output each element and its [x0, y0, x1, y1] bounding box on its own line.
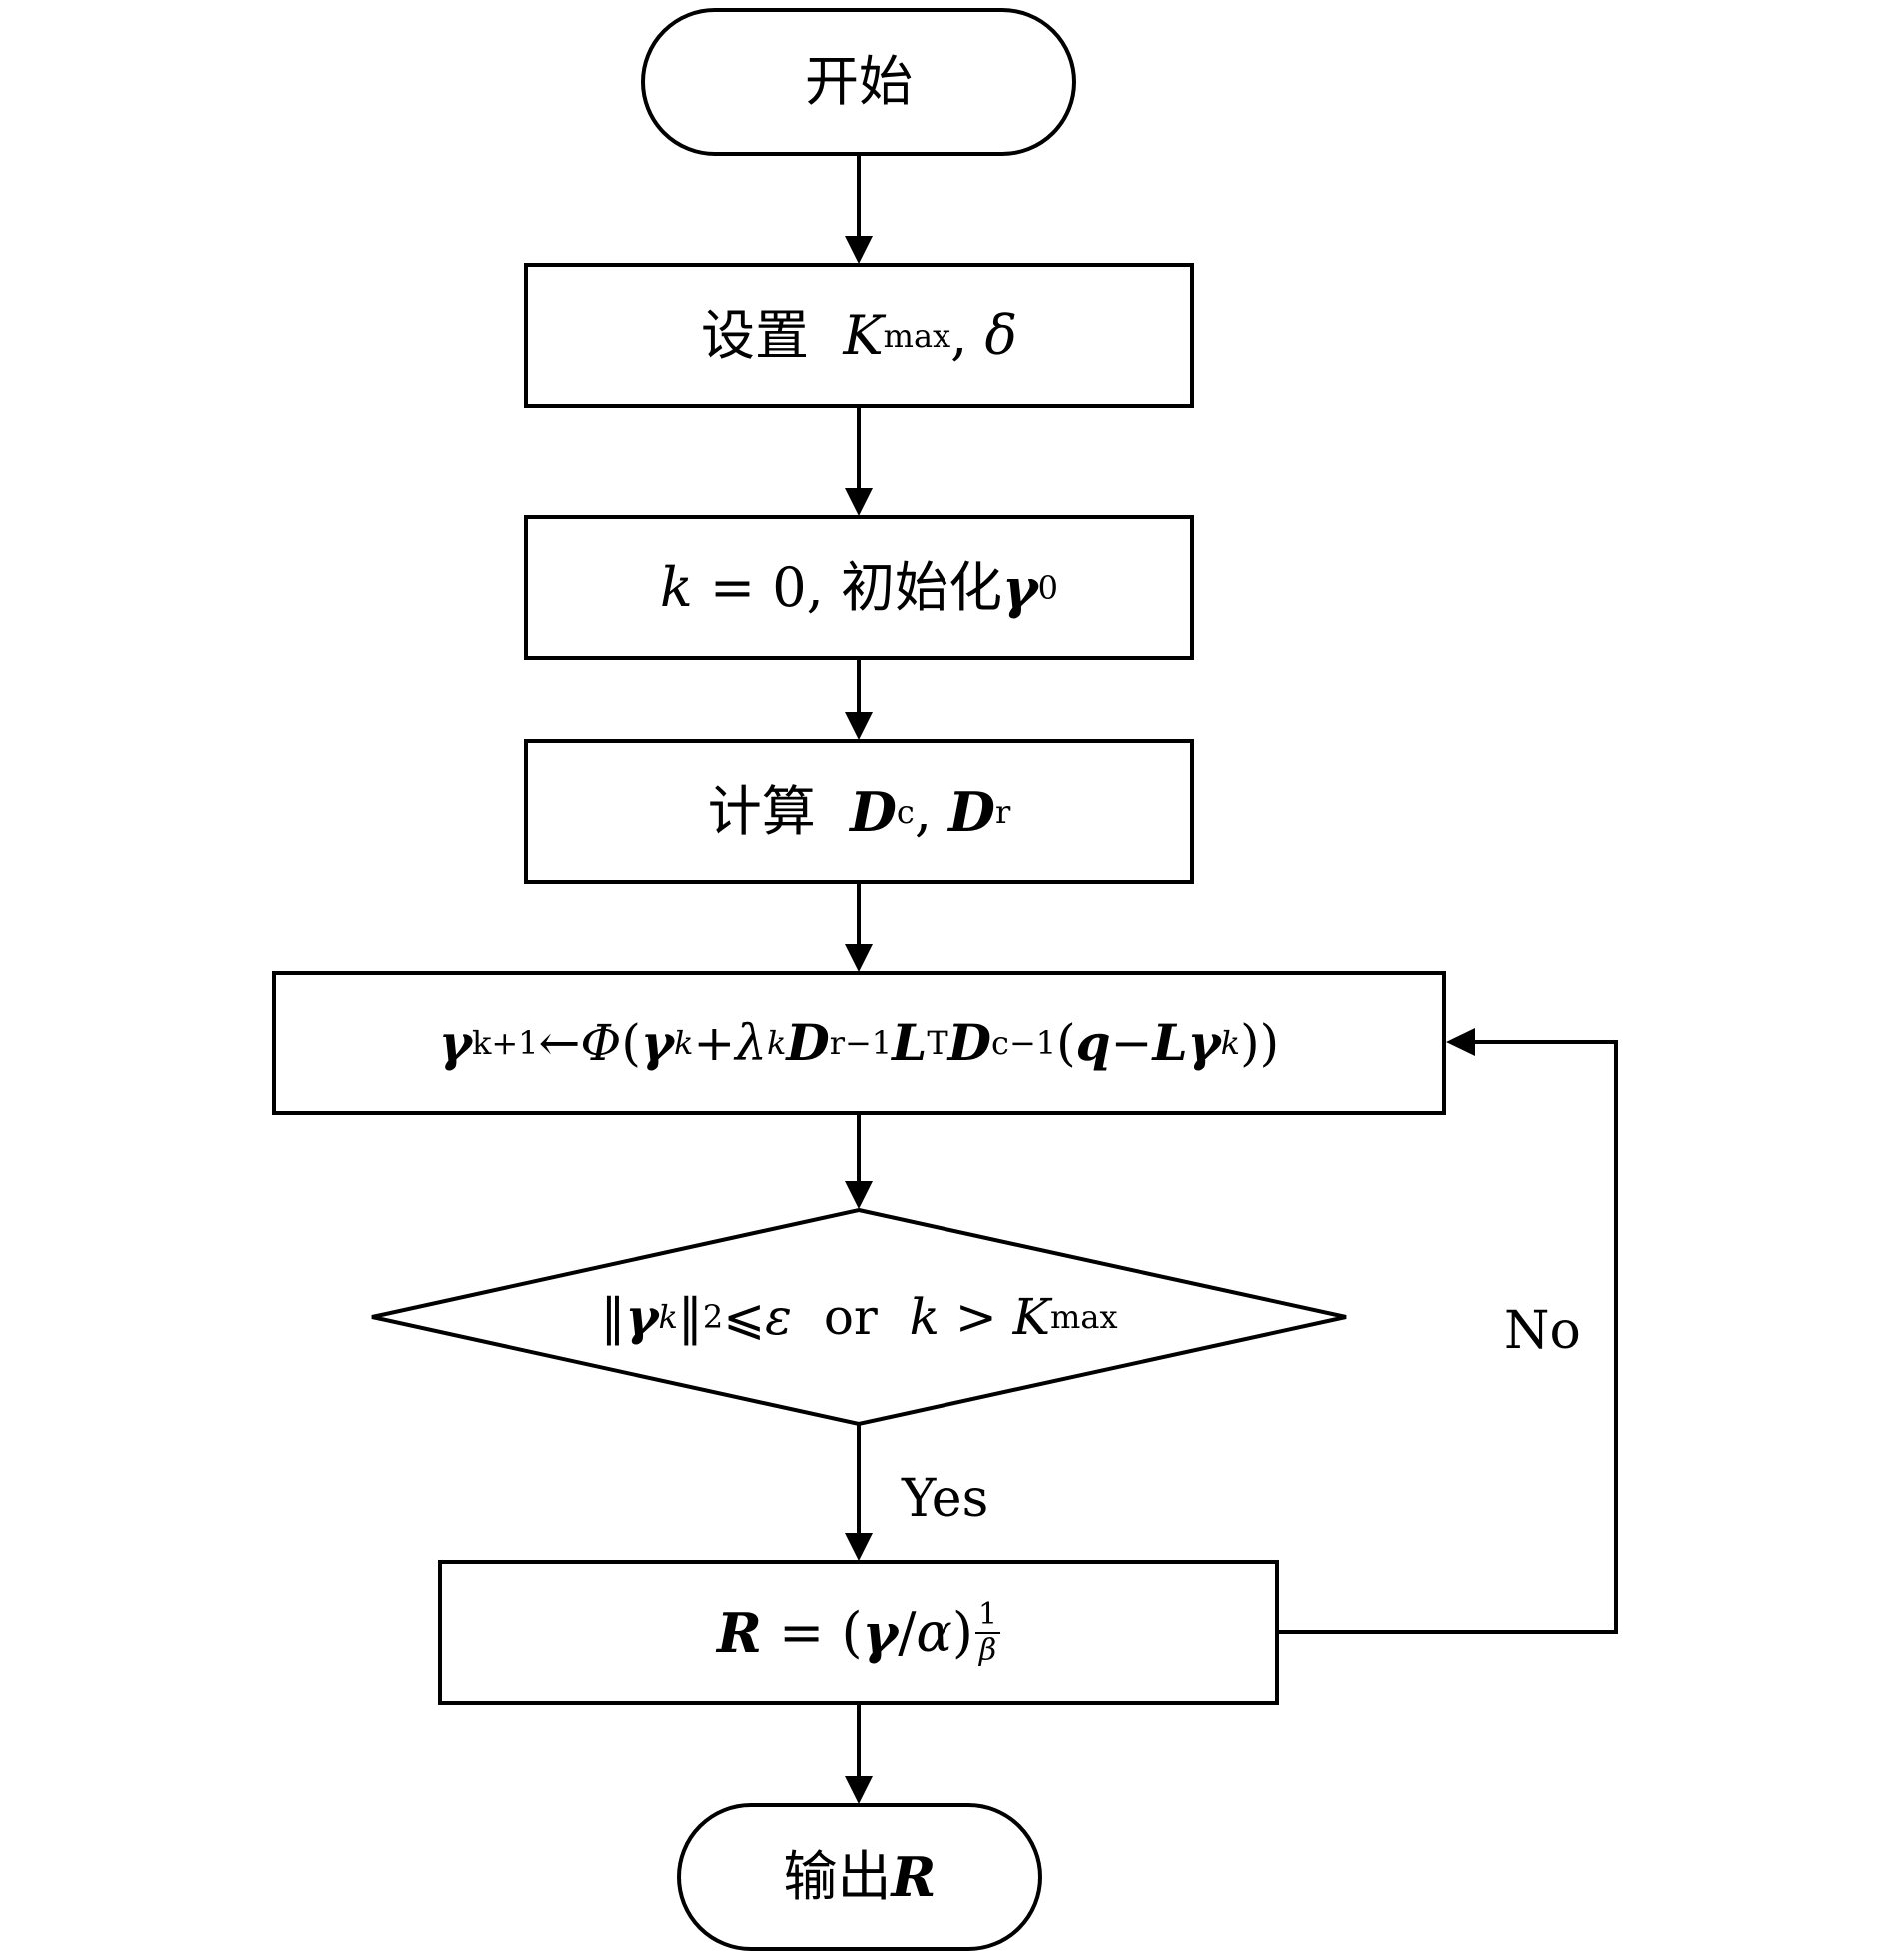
condition-k: k — [909, 1288, 940, 1346]
edge-start-to-set — [845, 154, 873, 264]
compute-c: c — [896, 792, 915, 831]
result-r: R — [716, 1600, 762, 1665]
update-close: )) — [1240, 1013, 1280, 1072]
condition-norm-open: ‖ — [600, 1288, 626, 1346]
condition-kmax: K — [1012, 1288, 1051, 1346]
start-text: 开始 — [805, 50, 913, 113]
update-q: q — [1075, 1012, 1111, 1072]
result-frac-den: β — [978, 1632, 997, 1668]
update-k1: k+1 — [471, 1023, 539, 1062]
condition-two: 2 — [702, 1298, 724, 1336]
update-t: T — [927, 1023, 948, 1062]
update-arrow: ← — [538, 1013, 581, 1072]
condition-norm-close: ‖ — [677, 1288, 703, 1346]
update-lambda: λ — [735, 1013, 767, 1072]
edge-update-to-condition — [845, 1113, 873, 1209]
init-sup: 0 — [1037, 568, 1059, 607]
update-k-b: k — [766, 1023, 787, 1062]
update-gamma-1: γ — [438, 1012, 472, 1072]
update-inv-1: −1 — [844, 1023, 893, 1062]
update-k-a: k — [673, 1023, 694, 1062]
update-l-1: L — [892, 1012, 928, 1072]
set-params-delta: δ — [984, 303, 1017, 367]
update-k-c: k — [1220, 1023, 1241, 1062]
condition-or: or — [823, 1288, 878, 1346]
update-r: r — [829, 1023, 845, 1062]
result-paren-open: ( — [841, 1600, 863, 1664]
set-params-cn: 设置 — [700, 303, 809, 367]
init-eq: = 0, — [709, 555, 824, 619]
init-k: k — [659, 555, 693, 619]
condition-leq: ⩽ — [723, 1288, 766, 1346]
result-alpha: α — [916, 1600, 952, 1664]
output-cn: 输出 — [783, 1845, 892, 1908]
condition-gt: > — [954, 1288, 997, 1346]
compute-d1: D — [850, 779, 897, 844]
no-edge-label: No — [1504, 1301, 1581, 1361]
condition-k-sup: k — [658, 1298, 678, 1336]
edge-result-to-update-no — [1277, 1028, 1618, 1634]
set-params-max: max — [883, 316, 951, 355]
set-params-box — [524, 263, 1194, 408]
output-terminal — [677, 1803, 1042, 1951]
update-phi: Φ — [580, 1013, 622, 1072]
update-inv-2: −1 — [1008, 1023, 1057, 1062]
update-c: c — [991, 1023, 1009, 1062]
condition-eps: ε — [765, 1288, 793, 1346]
update-d-1: D — [786, 1012, 830, 1072]
update-open1: ( — [621, 1013, 641, 1072]
result-frac-num: 1 — [974, 1599, 1001, 1634]
compute-box — [524, 739, 1194, 884]
compute-r: r — [994, 792, 1011, 831]
init-cn: 初始化 — [841, 555, 1002, 619]
edge-condition-to-result-yes — [845, 1424, 873, 1561]
init-gamma: γ — [1002, 555, 1038, 620]
edge-init-to-compute — [845, 658, 873, 740]
start-label: 开始 — [643, 10, 1074, 154]
update-gamma-2: γ — [640, 1012, 674, 1072]
output-r: R — [891, 1845, 937, 1909]
compute-d2: D — [948, 779, 995, 844]
yes-edge-label: Yes — [902, 1469, 989, 1529]
update-gamma-3: γ — [1187, 1012, 1221, 1072]
result-box — [438, 1560, 1279, 1705]
edge-compute-to-update — [845, 882, 873, 972]
update-plus: + — [693, 1013, 736, 1072]
update-minus: − — [1110, 1013, 1153, 1072]
update-open2: ( — [1056, 1013, 1076, 1072]
set-params-sep: , — [950, 303, 968, 367]
init-box — [524, 515, 1194, 660]
compute-sep: , — [914, 779, 932, 843]
result-gamma: γ — [862, 1600, 899, 1665]
condition-gamma: γ — [625, 1287, 659, 1346]
update-l-2: L — [1152, 1012, 1188, 1072]
condition-max: max — [1050, 1298, 1118, 1336]
result-slash: / — [898, 1600, 917, 1664]
set-params-k: K — [843, 303, 884, 367]
compute-cn: 计算 — [707, 779, 816, 843]
update-d-2: D — [947, 1012, 992, 1072]
edge-set-to-init — [845, 406, 873, 516]
result-eq: = — [779, 1600, 825, 1664]
result-paren-close: ) — [951, 1600, 973, 1664]
edge-result-to-output — [845, 1703, 873, 1804]
